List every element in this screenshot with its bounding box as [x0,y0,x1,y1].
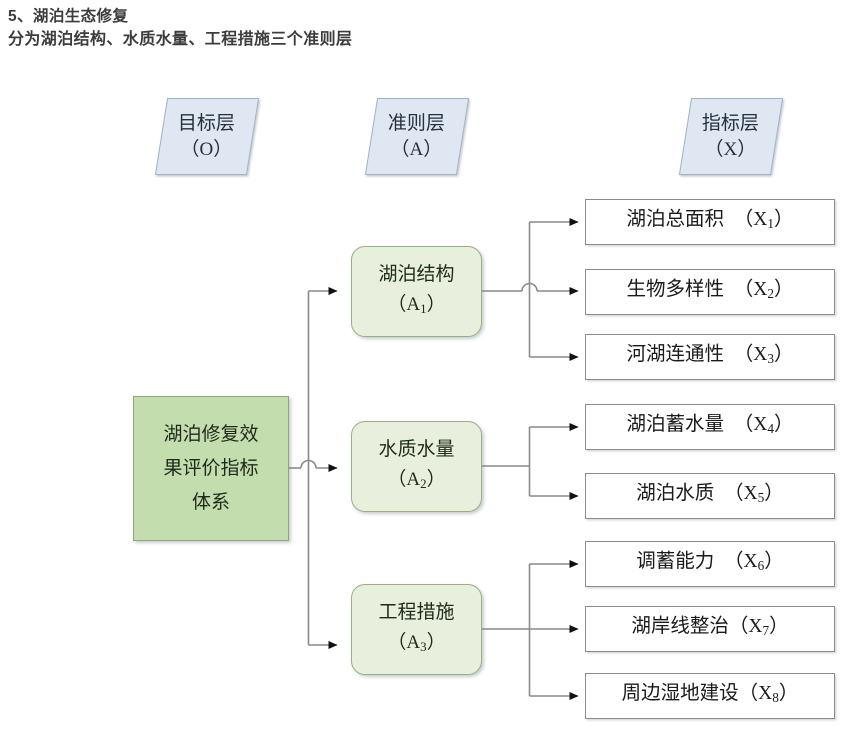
indicator-node-x6[interactable]: 调蓄能力 （X6） [585,541,835,587]
layer-header-indicator-text: 指标层 （X） [702,112,760,160]
heading-primary: 5、湖泊生态修复 [8,8,129,25]
indicator-node-x8[interactable]: 周边湿地建设（X8） [585,673,835,719]
indicator-node-x6-label: 调蓄能力 （X6） [636,551,784,573]
criteria-node-a1-label: 湖泊结构 （A1） [378,260,454,324]
indicator-node-x4[interactable]: 湖泊蓄水量 （X4） [585,404,835,450]
indicator-node-x3[interactable]: 河湖连通性 （X3） [585,334,835,380]
criteria-node-a3[interactable]: 工程措施 （A3） [351,584,482,675]
indicator-node-x7-label: 湖岸线整治（X7） [631,616,789,638]
goal-node[interactable]: 湖泊修复效 果评价指标 体系 [133,396,289,541]
indicator-node-x1-label: 湖泊总面积 （X1） [626,209,794,231]
indicator-node-x7[interactable]: 湖岸线整治（X7） [585,606,835,652]
layer-header-goal: 目标层 （O） [154,98,260,175]
heading-secondary: 分为湖泊结构、水质水量、工程措施三个准则层 [8,31,353,48]
indicator-node-x2-label: 生物多样性 （X2） [626,279,794,301]
page-headings: 5、湖泊生态修复 分为湖泊结构、水质水量、工程措施三个准则层 [8,6,352,52]
layer-header-goal-text: 目标层 （O） [178,112,236,160]
criteria-node-a2-code: （A2） [387,468,446,491]
criteria-node-a3-label: 工程措施 （A3） [378,598,454,662]
indicator-node-x2[interactable]: 生物多样性 （X2） [585,269,835,315]
indicator-node-x5[interactable]: 湖泊水质 （X5） [585,473,835,519]
criteria-node-a1[interactable]: 湖泊结构 （A1） [351,246,482,337]
indicator-node-x1[interactable]: 湖泊总面积 （X1） [585,199,835,245]
goal-node-label: 湖泊修复效 果评价指标 体系 [163,423,259,513]
criteria-node-a3-code: （A3） [387,631,446,654]
layer-header-criteria: 准则层 （A） [364,98,470,175]
criteria-node-a2-label: 水质水量 （A2） [378,435,454,499]
criteria-node-a2[interactable]: 水质水量 （A2） [351,421,482,512]
indicator-node-x5-label: 湖泊水质 （X5） [636,483,784,505]
indicator-node-x4-label: 湖泊蓄水量 （X4） [626,414,794,436]
layer-header-indicator: 指标层 （X） [678,98,784,175]
layer-header-criteria-text: 准则层 （A） [388,112,446,160]
indicator-node-x3-label: 河湖连通性 （X3） [626,344,794,366]
indicator-node-x8-label: 周边湿地建设（X8） [621,683,799,705]
criteria-node-a1-code: （A1） [387,293,446,316]
